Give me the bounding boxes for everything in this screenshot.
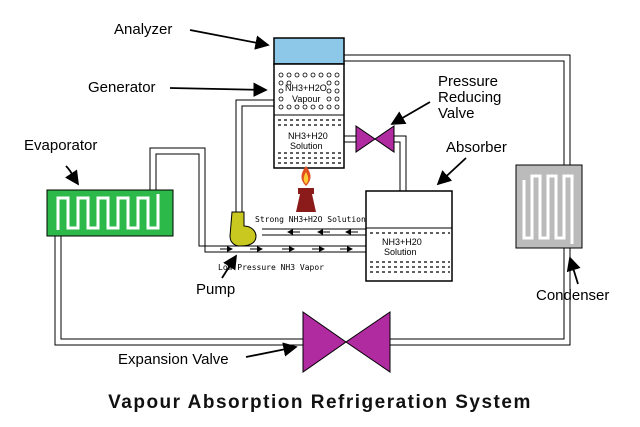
pipes (54, 54, 571, 346)
analyzer-label: Analyzer (114, 21, 172, 38)
pump-icon (229, 211, 257, 247)
generator-label: Generator (88, 79, 156, 96)
analyzer-box (273, 37, 345, 65)
generator: NH3+H2O Vapour NH3+H20 Solution (273, 63, 345, 169)
generator-liquid-dashes (278, 119, 342, 164)
pressure-reducing-valve-icon (355, 125, 395, 153)
generator-vapour-line2: Vapour (292, 94, 320, 104)
generator-solution-line2: Solution (290, 141, 323, 151)
expansion-valve-icon (302, 311, 391, 373)
pump-label: Pump (196, 281, 235, 298)
burner-icon (296, 166, 316, 212)
prv-label-line1: Pressure (438, 73, 498, 90)
strong-solution-label: Strong NH3+H2O Solution (255, 215, 366, 224)
prv-label-line3: Valve (438, 105, 474, 122)
generator-solution-line1: NH3+H20 (288, 131, 328, 141)
evaporator (46, 189, 174, 237)
condenser-label: Condenser (536, 287, 609, 304)
low-pressure-vapor-label: Low Pressure NH3 Vapor (218, 263, 324, 272)
absorber-solution-line1: NH3+H20 (382, 237, 422, 247)
expansion-valve-label: Expansion Valve (118, 351, 229, 368)
prv-label-line2: Reducing (438, 89, 501, 106)
absorber-label: Absorber (446, 139, 507, 156)
absorber-solution-line2: Solution (384, 247, 417, 257)
label-arrows (65, 29, 581, 358)
generator-vapour-line1: NH3+H2O (285, 83, 327, 93)
evaporator-label: Evaporator (24, 137, 97, 154)
vapour-bubbles (278, 72, 340, 110)
condenser (515, 164, 583, 249)
diagram-title: Vapour Absorption Refrigeration System (108, 392, 532, 413)
absorber: NH3+H20 Solution (365, 190, 453, 282)
